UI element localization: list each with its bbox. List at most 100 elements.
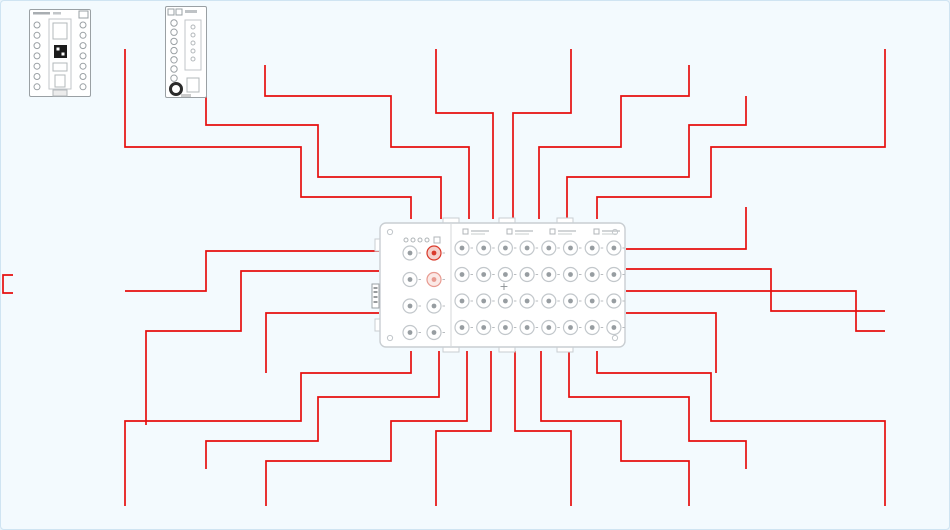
wire-route [124, 49, 412, 219]
terminal-hole [79, 31, 87, 39]
module-a-center-column [48, 18, 72, 90]
terminal-hole [170, 19, 178, 27]
din-rail-clamp [52, 89, 68, 97]
terminal-hole [33, 52, 41, 60]
module-b-label-text [185, 10, 197, 13]
wire-route [514, 351, 572, 506]
indicator-led [190, 32, 196, 38]
data-matrix-code [54, 45, 67, 58]
terminal-hole [170, 74, 178, 82]
connector-pin [431, 330, 437, 335]
wire-route [125, 250, 379, 292]
connector-pin [568, 245, 573, 251]
module-center-mark: + [499, 280, 508, 293]
barcode-lines [373, 287, 378, 303]
data-matrix-dot [56, 47, 60, 51]
connector-pin [546, 272, 552, 277]
terminal-hole [33, 31, 41, 39]
connector-pin [407, 277, 413, 282]
wire-route [265, 312, 379, 373]
wire-routes-layer [2, 49, 886, 506]
connector-pin [589, 272, 595, 277]
connector-pin [611, 325, 617, 330]
connector-pin [459, 272, 465, 277]
wire-route [626, 207, 747, 250]
module-a-detail [52, 62, 68, 72]
module-b-center-column [184, 19, 202, 71]
module-b-top-switch [175, 8, 183, 16]
terminal-hole [33, 21, 41, 29]
wire-route [264, 65, 470, 219]
connector-pin [546, 325, 552, 330]
connector-pin [546, 298, 552, 304]
corner-screw [611, 334, 619, 342]
corner-screw [386, 228, 394, 236]
barcode-plate [371, 283, 380, 309]
corner-screw [386, 334, 394, 342]
terminal-hole [79, 42, 87, 50]
connector-pin [431, 277, 437, 282]
status-led [403, 237, 409, 243]
connector-pin [568, 272, 573, 277]
wire-route [124, 351, 412, 506]
wire-route [626, 290, 885, 332]
connector-pin [481, 298, 487, 304]
data-matrix-dot [61, 52, 65, 56]
connector-pin [503, 298, 508, 304]
indicator-led [190, 48, 196, 54]
device-thumbnail-b[interactable] [165, 6, 207, 98]
module-connector-layer [402, 228, 625, 341]
wire-route [205, 351, 440, 469]
wire-route [2, 274, 13, 294]
io-module[interactable]: + [371, 217, 626, 353]
module-a-label-text [33, 12, 50, 15]
module-a-label-text [53, 12, 61, 15]
indicator-led [190, 56, 196, 62]
wire-route [512, 49, 572, 219]
status-led [417, 237, 423, 243]
connector-pin [503, 245, 508, 251]
wire-route [568, 351, 747, 469]
port-label-glyph [549, 228, 556, 235]
status-led [424, 237, 430, 243]
wire-route [538, 65, 690, 219]
terminal-hole [79, 62, 87, 70]
indicator-led [190, 40, 196, 46]
connector-pin [481, 245, 487, 251]
connector-pin [503, 325, 508, 330]
connector-pin [407, 250, 413, 256]
wire-route [265, 351, 468, 506]
terminal-hole [170, 65, 178, 73]
terminal-hole [79, 83, 87, 91]
terminal-hole [33, 73, 41, 80]
module-a-top-connector [78, 10, 89, 19]
connector-pin [611, 245, 617, 251]
wire-route [435, 351, 492, 506]
connector-pin [481, 272, 487, 277]
connector-pin [589, 325, 595, 330]
wire-route [566, 96, 747, 219]
port-label-glyph [462, 228, 469, 235]
grounding-ring [169, 82, 183, 96]
connector-pin [481, 325, 487, 330]
terminal-hole [79, 21, 87, 29]
terminal-hole [33, 62, 41, 70]
terminal-hole [170, 46, 178, 55]
wire-route [596, 49, 886, 219]
connector-pin [431, 250, 437, 256]
device-thumbnail-a[interactable] [29, 9, 91, 97]
connector-pin [503, 272, 508, 277]
wire-route [435, 49, 494, 219]
terminal-hole [170, 37, 178, 46]
connector-pin [524, 245, 530, 251]
connector-pin [524, 325, 530, 330]
terminal-hole [79, 52, 87, 60]
connector-pin [568, 325, 573, 330]
connector-pin [407, 303, 413, 309]
terminal-hole [33, 83, 41, 91]
connector-pin [568, 298, 573, 304]
connector-pin [459, 245, 465, 251]
terminal-hole [170, 28, 178, 36]
